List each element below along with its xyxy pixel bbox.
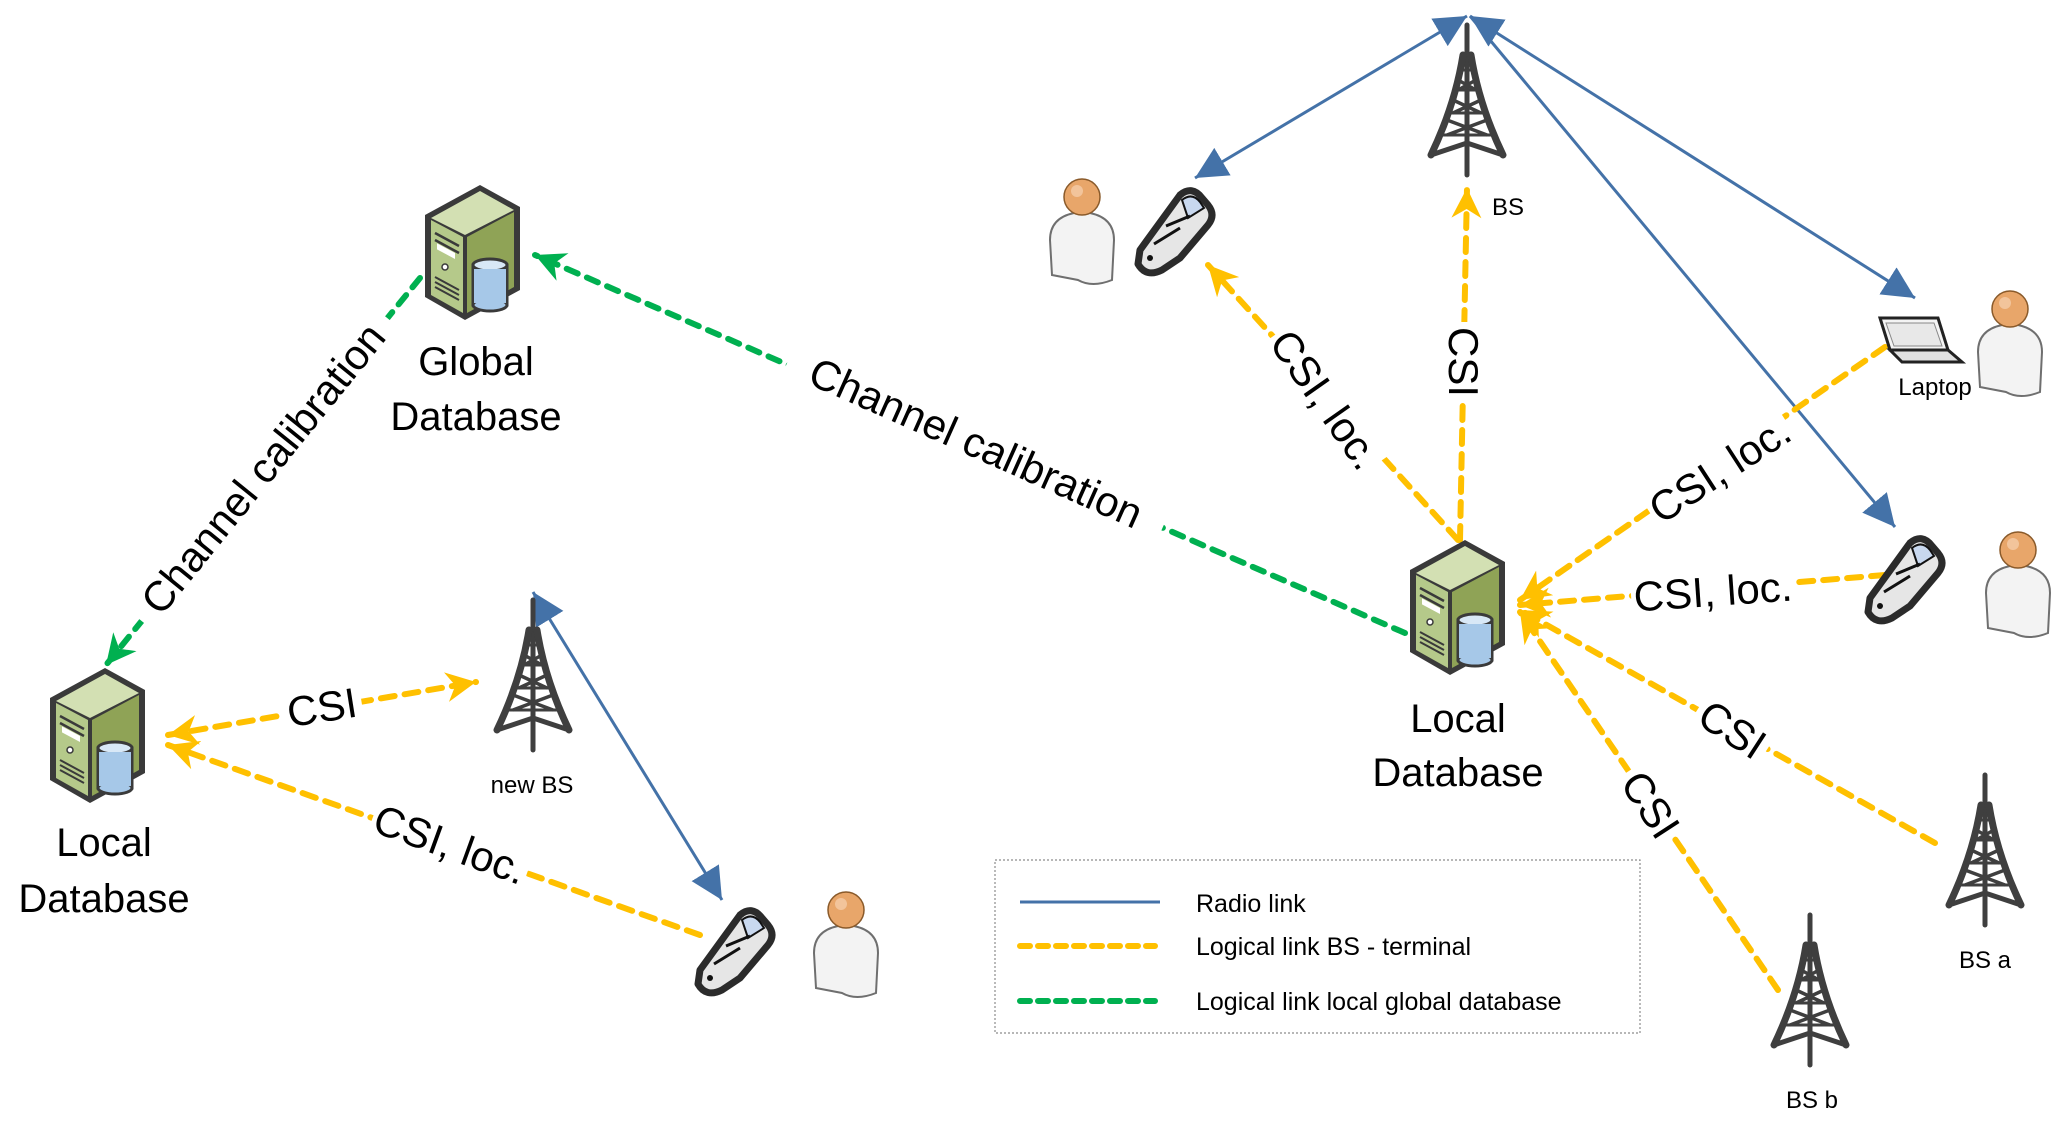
server-icon [48,666,147,805]
tower-icon [1431,25,1503,175]
label-csiloc-laptop: CSI, loc. [1640,407,1799,533]
local-db-left-label-line2: Database [18,877,189,921]
radio-links [531,14,1916,901]
global-links [103,252,1408,668]
local-db-right-label-line1: Local [1410,697,1506,741]
local-db-right-label-line2: Database [1372,751,1543,795]
radio-link-bs-top-phone-right [1468,15,1897,528]
person-icon-left [813,891,879,998]
local-db-left-label-line1: Local [56,821,152,865]
global-database-node[interactable]: Global Database [390,183,562,439]
laptop-icon [1878,316,1964,364]
global-db-label-line2: Database [390,395,561,439]
local-database-right-node[interactable]: Local Database [1372,538,1544,795]
label-csi-top-bs: CSI [1440,327,1487,397]
tower-icon [1949,775,2021,925]
radio-link-bs-top-phone [1194,14,1468,180]
yellow-link-right-db-top-phone [1205,262,1461,543]
bs-a-node[interactable]: BS a [1949,775,2021,974]
legend-label-local-global: Logical link local global database [1196,988,1562,1016]
server-icon [1408,538,1507,677]
phone-icon-top[interactable] [1138,191,1212,273]
bs-b-node[interactable]: BS b [1774,915,1846,1114]
label-channel-calibration-center: Channel calibration [802,348,1150,537]
phone-icon-left[interactable] [698,911,772,993]
tower-icon [1774,915,1846,1065]
legend: Radio link Logical link BS - terminal Lo… [994,859,1641,1034]
label-csiloc-left-phone: CSI, loc. [368,795,533,893]
label-csiloc-right-phone: CSI, loc. [1632,563,1794,621]
radio-link-new-bs-phone [531,591,724,901]
person-icon-top [1049,178,1115,285]
label-channel-calibration-left: Channel calibration [132,314,395,623]
bs-top-node[interactable]: BS [1431,25,1524,221]
tower-icon [497,600,569,750]
bs-new-node[interactable]: new BS [491,600,574,799]
legend-label-radio: Radio link [1196,890,1306,918]
bs-new-label: new BS [491,772,574,799]
bs-top-label: BS [1492,194,1524,221]
edge-labels: Channel calibration Channel calibration … [118,299,1800,894]
bs-b-label: BS b [1786,1087,1838,1114]
global-db-label-line1: Global [418,340,534,384]
radio-link-bs-top-laptop [1469,14,1916,300]
yellow-link-left-phone-db [165,740,703,938]
person-icon-laptop [1977,290,2043,397]
phone-icon-right[interactable] [1868,539,1942,621]
label-csiloc-top-phone: CSI, loc. [1261,321,1391,478]
label-csi-left-bs: CSI [284,679,361,736]
laptop-label: Laptop [1898,374,1971,401]
laptop-node[interactable]: Laptop [1878,316,1972,401]
server-icon [423,183,522,322]
legend-label-bs-terminal: Logical link BS - terminal [1196,933,1471,961]
local-database-left-node[interactable]: Local Database [18,666,190,921]
person-icon-right [1985,531,2051,638]
bs-a-label: BS a [1959,947,2012,974]
